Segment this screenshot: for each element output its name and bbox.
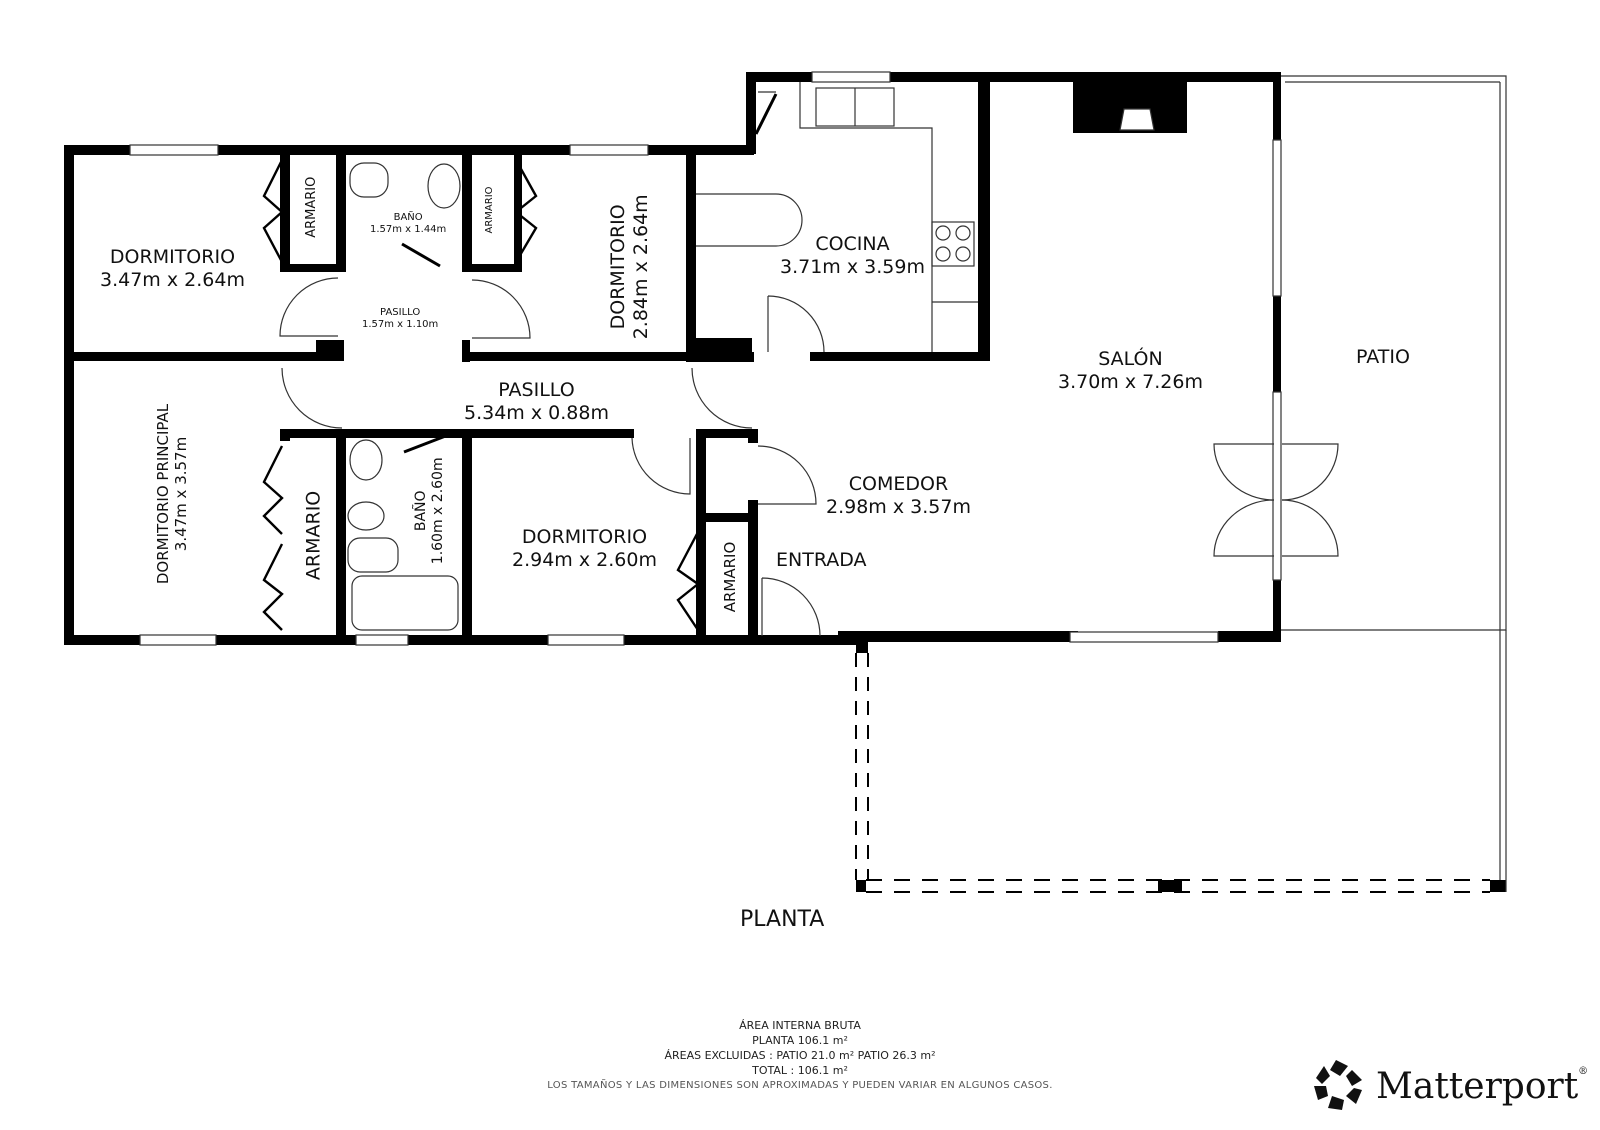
area-total: TOTAL : 106.1 m² xyxy=(752,1064,848,1077)
registered-mark: ® xyxy=(1578,1065,1589,1077)
fixtures xyxy=(129,71,1507,893)
room-dims: 3.47m x 3.57m xyxy=(172,436,190,552)
area-summary: ÁREA INTERNA BRUTA PLANTA 106.1 m² ÁREAS… xyxy=(470,1018,1130,1093)
room-name: PASILLO xyxy=(498,379,575,401)
room-dims: 2.84m x 2.64m xyxy=(630,194,652,340)
room-dormitorio-2: DORMITORIO 2.84m x 2.64m xyxy=(607,177,653,357)
room-patio: PATIO xyxy=(1356,346,1410,369)
room-name: PASILLO xyxy=(380,307,421,318)
room-bano-2: BAÑO 1.60m x 2.60m xyxy=(413,451,447,571)
room-name: DORMITORIO PRINCIPAL xyxy=(154,403,172,585)
floor-title: PLANTA xyxy=(740,907,825,932)
room-name: DORMITORIO xyxy=(607,204,630,330)
room-name: BAÑO xyxy=(413,490,430,532)
room-dims: 2.98m x 3.57m xyxy=(826,495,971,518)
room-salon: SALÓN 3.70m x 7.26m xyxy=(1058,348,1203,394)
room-dims: 3.47m x 2.64m xyxy=(100,268,245,291)
room-dims: 3.70m x 7.26m xyxy=(1058,370,1203,393)
room-pasillo: PASILLO 5.34m x 0.88m xyxy=(464,379,609,425)
room-name: DORMITORIO xyxy=(521,526,648,548)
room-dims: 3.71m x 3.59m xyxy=(780,255,925,278)
room-dims: 1.57m x 1.10m xyxy=(362,319,439,330)
room-entrada: ENTRADA xyxy=(776,549,867,572)
area-excluded: ÁREAS EXCLUIDAS : PATIO 21.0 m² PATIO 26… xyxy=(664,1049,936,1062)
room-name: ARMARIO xyxy=(304,176,320,238)
room-dormitorio-3: DORMITORIO 2.94m x 2.60m xyxy=(512,526,657,572)
room-bano-1: BAÑO 1.57m x 1.44m xyxy=(370,212,446,236)
room-name: COMEDOR xyxy=(848,473,949,495)
room-dormitorio-1: DORMITORIO 3.47m x 2.64m xyxy=(100,246,245,292)
room-pasillo-small: PASILLO 1.57m x 1.10m xyxy=(362,307,438,331)
area-planta: PLANTA 106.1 m² xyxy=(752,1034,848,1047)
room-dormitorio-principal: DORMITORIO PRINCIPAL 3.47m x 3.57m xyxy=(154,394,190,594)
area-heading: ÁREA INTERNA BRUTA xyxy=(739,1019,861,1032)
matterport-logo-icon xyxy=(1314,1060,1362,1110)
room-dims: 2.94m x 2.60m xyxy=(512,548,657,571)
room-comedor: COMEDOR 2.98m x 3.57m xyxy=(826,473,971,519)
room-name: SALÓN xyxy=(1098,348,1163,370)
brand-wordmark: Matterport xyxy=(1376,1065,1579,1107)
room-name: ENTRADA xyxy=(776,549,867,571)
brand-logo: Matterport® xyxy=(1310,1058,1588,1114)
room-dims: 1.60m x 2.60m xyxy=(430,457,446,565)
room-name: ARMARIO xyxy=(721,541,739,613)
room-armario-1: ARMARIO xyxy=(304,176,320,238)
room-name: PATIO xyxy=(1356,346,1410,368)
room-armario-4: ARMARIO xyxy=(721,539,739,615)
disclaimer-note: LOS TAMAÑOS Y LAS DIMENSIONES SON APROXI… xyxy=(547,1080,1053,1091)
room-name: ARMARIO xyxy=(302,490,325,581)
room-cocina: COCINA 3.71m x 3.59m xyxy=(780,233,925,279)
room-armario-2: ARMARIO xyxy=(484,184,496,236)
room-name: COCINA xyxy=(815,233,890,255)
room-dims: 5.34m x 0.88m xyxy=(464,401,609,424)
room-name: ARMARIO xyxy=(484,186,495,234)
room-name: BAÑO xyxy=(393,212,423,223)
walls xyxy=(64,72,1506,892)
room-name: DORMITORIO xyxy=(109,246,236,268)
brand-name: Matterport® xyxy=(1376,1066,1588,1107)
room-armario-3: ARMARIO xyxy=(303,485,326,585)
room-dims: 1.57m x 1.44m xyxy=(370,224,447,235)
